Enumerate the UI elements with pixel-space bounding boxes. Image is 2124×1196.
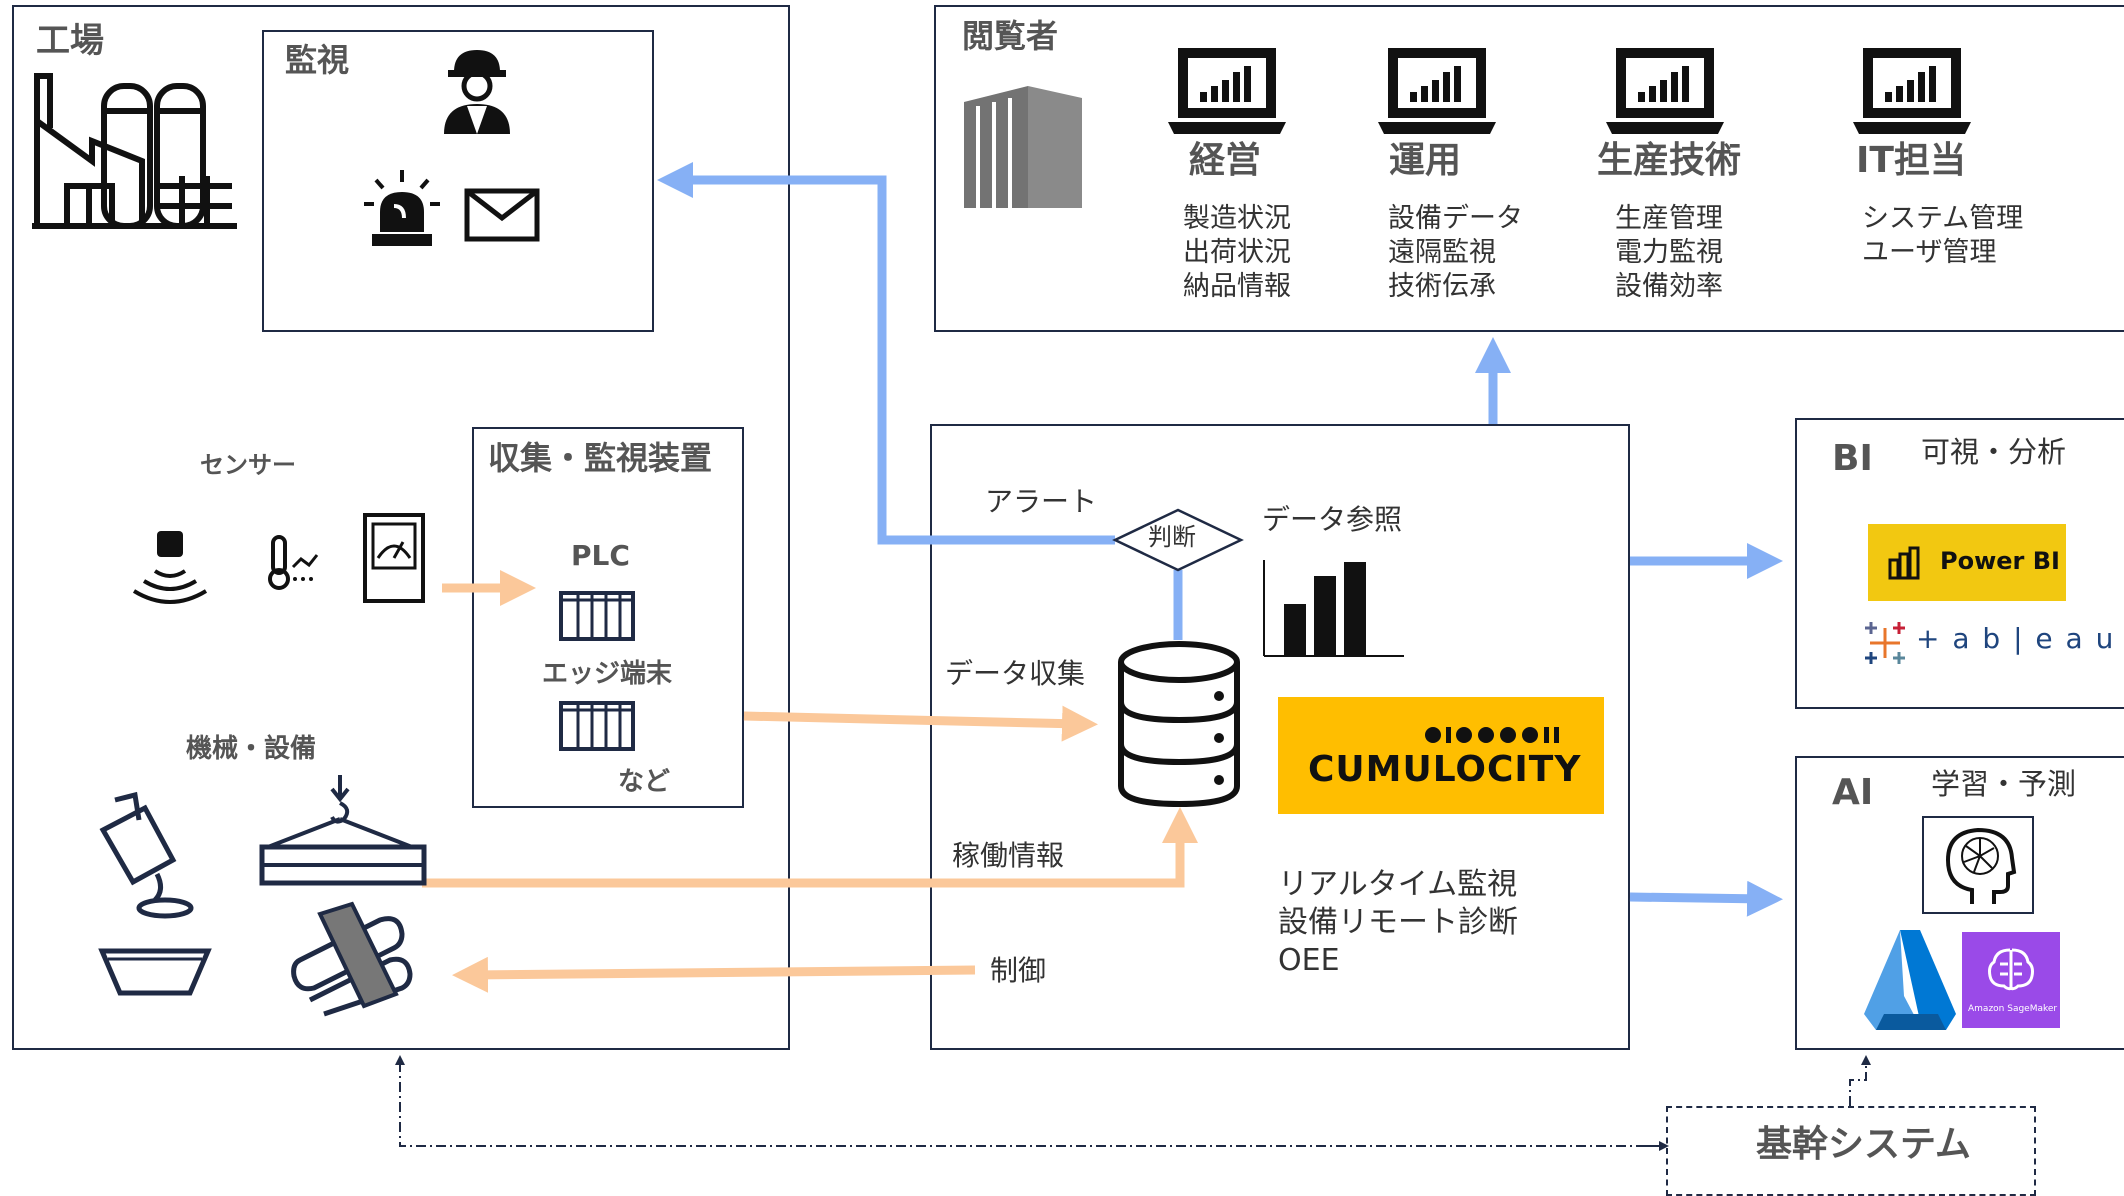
gauge-meter-icon [363, 513, 425, 603]
laptop-icon-operations [1378, 48, 1496, 134]
collector-title: 収集・監視装置 [488, 439, 713, 477]
edge-device-icon [559, 701, 635, 751]
etc-label: など [618, 767, 671, 797]
monitor-title: 監視 [285, 41, 350, 79]
crane-hook-icon [259, 775, 427, 886]
cumulocity-logo: CUMULOCITY [1278, 697, 1604, 814]
proximity-sensor-icon [132, 531, 208, 604]
core-system-title: 基幹システム [1756, 1124, 1971, 1165]
bi-title: BI [1832, 438, 1873, 479]
sagemaker-label: Amazon SageMaker [1968, 1004, 2058, 1014]
alert-label: アラート [985, 485, 1098, 518]
steel-pipes-icon [291, 901, 413, 1017]
role-name-management: 経営 [1189, 140, 1262, 181]
basin-icon [98, 948, 212, 996]
ai-subtitle: 学習・予測 [1931, 767, 2077, 801]
powerbi-icon [1888, 546, 1920, 580]
plc-icon [559, 591, 635, 641]
data-reference-label: データ参照 [1262, 503, 1403, 536]
role-name-operations: 運用 [1389, 140, 1462, 181]
cumulocity-wordmark: CUMULOCITY [1308, 749, 1582, 790]
operation-info-arrow [422, 807, 1198, 888]
to-ai-arrow [1629, 880, 1783, 917]
database-icon [1118, 641, 1240, 808]
ai-brain-tile [1922, 816, 2034, 914]
cumulocity-dots-icon [1425, 727, 1559, 743]
powerbi-label: Power BI [1940, 547, 2060, 575]
core-ai-link [1849, 1055, 1871, 1106]
role-lines-production-engineering: 生産管理 電力監視 設備効率 [1615, 203, 1723, 302]
role-lines-it: システム管理 ユーザ管理 [1862, 203, 2024, 268]
tableau-wordmark: + a b | e a u [1916, 622, 2116, 655]
sagemaker-icon [1988, 948, 2034, 991]
collector-box [472, 427, 744, 808]
laptop-icon-management [1168, 48, 1286, 134]
ai-title: AI [1832, 772, 1874, 813]
judge-diamond [1112, 508, 1244, 572]
core-factory-link [395, 1055, 1666, 1147]
control-arrow [452, 956, 976, 993]
powerbi-logo: Power BI [1868, 524, 2066, 601]
plc-label: PLC [571, 539, 630, 572]
role-lines-operations: 設備データ 遠隔監視 技術伝承 [1388, 203, 1523, 302]
alert-arrow [657, 162, 1115, 545]
alarm-light-icon [364, 170, 440, 246]
laptop-icon-production-engineering [1606, 48, 1724, 134]
machine-label: 機械・設備 [186, 734, 317, 764]
edge-label: エッジ端末 [542, 659, 673, 689]
role-name-it: IT担当 [1856, 140, 1966, 181]
data-collect-label: データ収集 [945, 657, 1086, 690]
ladle-icon [99, 791, 194, 919]
mail-icon [464, 188, 540, 242]
bar-chart-icon [1263, 560, 1404, 657]
control-label: 制御 [990, 954, 1047, 987]
ai-head-icon [1945, 827, 2017, 904]
bi-subtitle: 可視・分析 [1921, 435, 2067, 469]
laptop-icon-it [1853, 48, 1971, 134]
tableau-icon [1865, 622, 1905, 664]
factory-title: 工場 [36, 21, 104, 61]
sensor-label: センサー [200, 451, 296, 479]
thermometer-icon [268, 535, 319, 590]
building-icon [964, 86, 1082, 208]
operation-info-label: 稼働情報 [952, 839, 1065, 872]
worker-icon [444, 50, 510, 134]
viewers-title: 閲覧者 [962, 17, 1059, 55]
role-lines-management: 製造状況 出荷状況 納品情報 [1183, 203, 1291, 302]
platform-features: リアルタイム監視 設備リモート診断 OEE [1278, 867, 1518, 978]
core-system-box [1666, 1106, 2036, 1196]
role-name-production-engineering: 生産技術 [1597, 140, 1742, 181]
sagemaker-logo: Amazon SageMaker [1962, 932, 2060, 1028]
data-collect-arrow [743, 705, 1098, 742]
azure-ml-icon [1864, 930, 1956, 1030]
monitor-box [262, 30, 654, 332]
factory-icon [32, 73, 237, 229]
ai-box [1795, 756, 2124, 1050]
judge-label: 判断 [1148, 523, 1196, 551]
